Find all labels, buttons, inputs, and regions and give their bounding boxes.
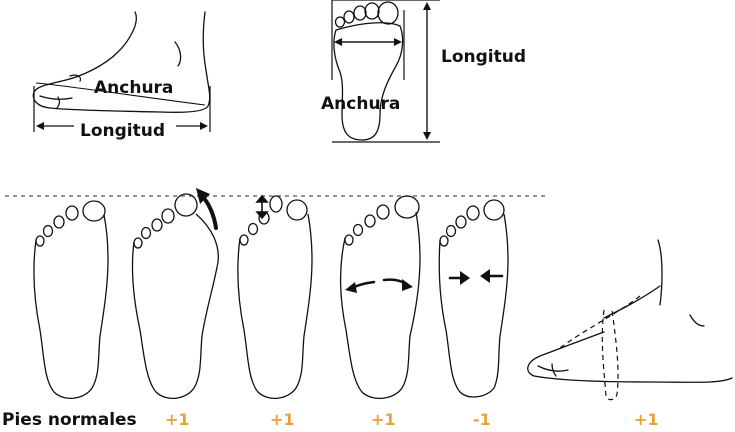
score-high-instep: +1 (634, 410, 659, 429)
score-wide: +1 (371, 410, 396, 429)
side-width-dimension (35, 82, 206, 106)
side-length-label: Longitud (80, 121, 165, 141)
foot-long-toe (237, 195, 313, 399)
normal-feet-label: Pies normales (2, 410, 137, 430)
top-length-label: Longitud (441, 47, 526, 67)
side-width-label: Anchura (94, 78, 173, 98)
top-dimension-lines (331, 0, 440, 143)
long-toe-arrow (255, 194, 269, 220)
score-bunion: +1 (165, 410, 190, 429)
narrow-arrow-head-right (480, 269, 490, 283)
side-length-dimension (33, 86, 211, 132)
bunion-arrow-head (196, 188, 210, 204)
foot-high-instep (527, 239, 733, 383)
score-narrow: -1 (473, 410, 491, 429)
narrow-foot-arrows (448, 274, 504, 280)
foot-bunion (131, 193, 219, 399)
top-view-foot (333, 1, 404, 141)
foot-normal (33, 200, 109, 399)
wide-arrow-head-right (402, 279, 413, 291)
instep-dashed-band (559, 295, 641, 401)
narrow-arrow-head-left (460, 271, 470, 285)
score-long-toe: +1 (270, 410, 295, 429)
foot-narrow (438, 199, 509, 398)
bunion-arrow (200, 194, 218, 230)
wide-foot-arrows (350, 278, 408, 290)
foot-wide (339, 195, 421, 399)
top-width-label: Anchura (321, 94, 400, 114)
wide-arrow-head-left (345, 282, 357, 293)
side-view-foot (32, 11, 211, 113)
